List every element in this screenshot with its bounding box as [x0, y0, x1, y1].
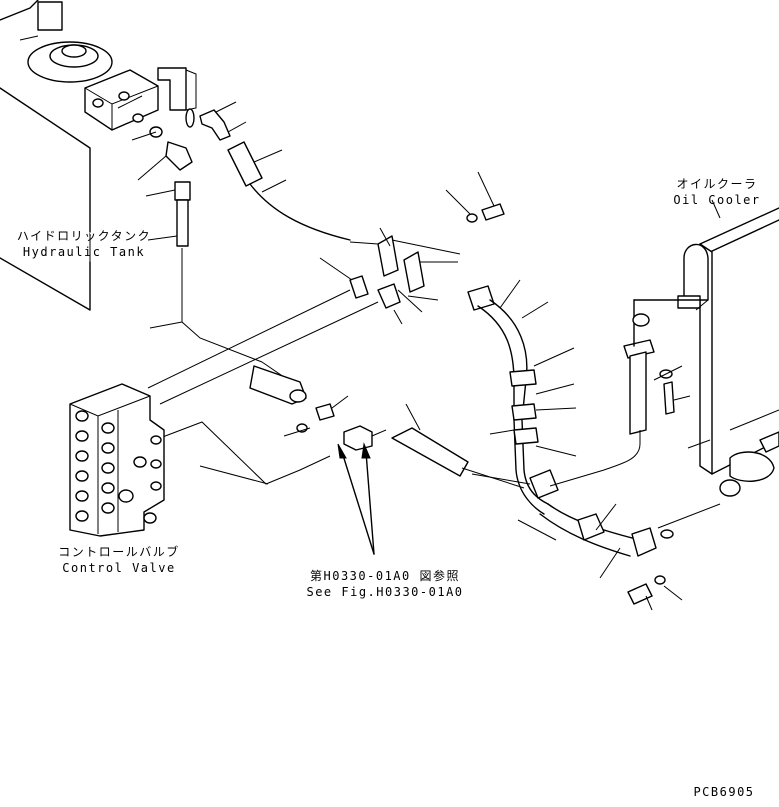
hydraulic-tank-label-en: Hydraulic Tank [22, 245, 146, 259]
control-valve-label-jp: コントロールバルブ [58, 545, 180, 559]
reference-label-jp: 第H0330-01A0 図参照 [310, 569, 460, 583]
control-valve [69, 383, 165, 537]
cooler-hose [467, 279, 657, 579]
hydraulic-tank [0, 0, 197, 311]
clamp-assembly [319, 171, 505, 325]
reference-fitting [343, 425, 373, 451]
elbow-fitting [199, 109, 231, 141]
figure-code: PCB6905 [693, 785, 755, 799]
oil-cooler-label-jp: オイルクーラ [676, 177, 758, 191]
oil-cooler [549, 199, 779, 611]
hydraulic-tank-label-jp: ハイドロリックタンク [16, 229, 152, 243]
reference-label-en: See Fig.H0330-01A0 [306, 585, 464, 599]
tank-hose [227, 141, 263, 187]
oil-cooler-label-en: Oil Cooler [673, 193, 761, 207]
control-valve-label-en: Control Valve [62, 561, 176, 575]
valve-hose [391, 427, 469, 477]
